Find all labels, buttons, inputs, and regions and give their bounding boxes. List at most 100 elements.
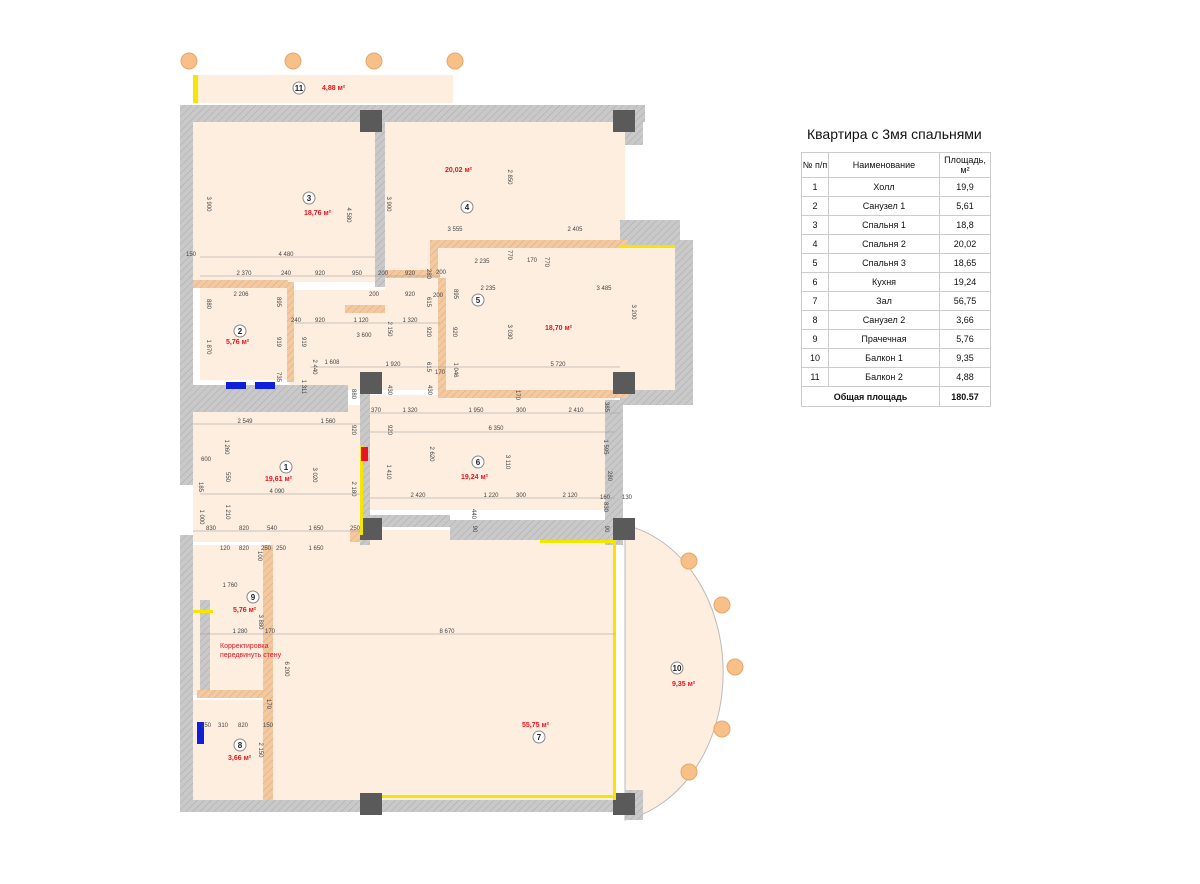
cell-area: 3,66 (939, 310, 991, 330)
cell-area: 56,75 (939, 291, 991, 311)
partition (350, 530, 362, 542)
dimension-label: 3 900 (385, 196, 391, 212)
dimension-label: 200 (436, 270, 447, 276)
note-line-1: Корректировка (220, 643, 269, 650)
dimension-label: 3 200 (630, 304, 636, 320)
dimension-label: 3 020 (311, 467, 317, 483)
room-number: 6 (476, 458, 481, 467)
cell-area: 5,76 (939, 329, 991, 349)
partition (430, 240, 438, 278)
wall (605, 400, 623, 545)
room-area-label: 4,88 м² (322, 85, 346, 92)
dimension-label: 770 (506, 250, 512, 261)
dimension-label: 1 870 (205, 339, 211, 355)
cell-name: Прачечная (828, 329, 940, 349)
dimension-label: 920 (451, 327, 457, 338)
room-number: 4 (465, 203, 470, 212)
dimension-label: 3 900 (205, 196, 211, 212)
dimension-label: 895 (452, 289, 458, 300)
dimension-label: 820 (239, 526, 250, 532)
finish-line (540, 540, 613, 543)
column (360, 518, 382, 540)
dimension-label: 240 (281, 271, 292, 277)
balcony-post (680, 763, 698, 781)
room-number-circle (670, 661, 684, 675)
balcony-post (680, 552, 698, 570)
cell-area: 19,9 (939, 177, 991, 197)
room-number-circle (471, 455, 485, 469)
column (360, 372, 382, 394)
dimension-label: 920 (405, 292, 416, 298)
cell-area: 20,02 (939, 234, 991, 254)
room-number-circle (460, 200, 474, 214)
partition (438, 240, 628, 248)
cell-num: 6 (801, 272, 829, 292)
room-area-label: 5,76 м² (233, 607, 257, 614)
dimension-label: 1 046 (452, 362, 458, 378)
dimension-label: 1 650 (308, 526, 324, 532)
finish-line (360, 445, 363, 535)
room-area (193, 122, 375, 282)
cell-area: 18,65 (939, 253, 991, 273)
cell-num: 10 (801, 348, 829, 368)
column (360, 110, 382, 132)
room-number: 3 (307, 194, 312, 203)
dimension-label: 2 206 (233, 292, 249, 298)
cell-num: 8 (801, 310, 829, 330)
dimension-label: 1 120 (353, 318, 369, 324)
balcony-post (446, 52, 464, 70)
red-marker (361, 447, 368, 461)
dimension-label: 550 (224, 472, 230, 483)
dimension-label: 1 595 (602, 439, 608, 455)
dimension-label: 200 (369, 292, 380, 298)
room-area-label: 18,76 м² (304, 210, 332, 217)
dimension-label: 185 (197, 482, 203, 493)
dimension-label: 2 370 (236, 271, 252, 277)
dimension-label: 2 180 (350, 481, 356, 497)
dimension-label: 830 (602, 502, 608, 513)
dimension-label: 920 (386, 425, 392, 436)
table-header: № п/п Наименование Площадь, м² (801, 152, 991, 178)
dimension-label: 735 (275, 372, 281, 383)
dimension-label: 4 580 (345, 207, 351, 223)
dimension-label: 430 (426, 385, 432, 396)
cell-num: 5 (801, 253, 829, 273)
dimension-label: 2 620 (428, 446, 434, 462)
dimension-label: 3 555 (447, 227, 463, 233)
plumbing-fixture (226, 382, 246, 389)
dimension-label: 250 (350, 526, 361, 532)
cell-num: 1 (801, 177, 829, 197)
room-area-label: 9,35 м² (672, 681, 696, 688)
cell-name: Санузел 1 (828, 196, 940, 216)
room-area (193, 405, 360, 530)
dimension-label: 920 (350, 425, 356, 436)
dimension-label: 1 320 (402, 408, 418, 414)
dimension-label: 5 720 (550, 362, 566, 368)
dimension-label: 1 311 (300, 380, 306, 395)
column (360, 793, 382, 815)
dimension-label: 919 (300, 337, 306, 348)
dimension-label: 600 (201, 457, 212, 463)
dimension-label: 90 (603, 526, 609, 533)
dimension-label: 170 (435, 370, 446, 376)
cell-name: Балкон 1 (828, 348, 940, 368)
cell-name: Зал (828, 291, 940, 311)
dimension-label: 895 (275, 297, 281, 308)
cell-name: Балкон 2 (828, 367, 940, 387)
dimension-label: 1 320 (402, 318, 418, 324)
dimension-label: 300 (516, 493, 527, 499)
dimension-label: 880 (205, 299, 211, 310)
balcony-post (284, 52, 302, 70)
room-number-circle (233, 324, 247, 338)
room-number-circle (292, 81, 306, 95)
dimension-label: 250 (276, 546, 287, 552)
room-area-label: 55,75 м² (522, 722, 550, 729)
dimension-label: 920 (425, 327, 431, 338)
room-area (193, 75, 453, 103)
dimension-label: 2 150 (257, 742, 263, 758)
finish-line (193, 75, 198, 103)
dimension-label: 4 090 (269, 489, 285, 495)
